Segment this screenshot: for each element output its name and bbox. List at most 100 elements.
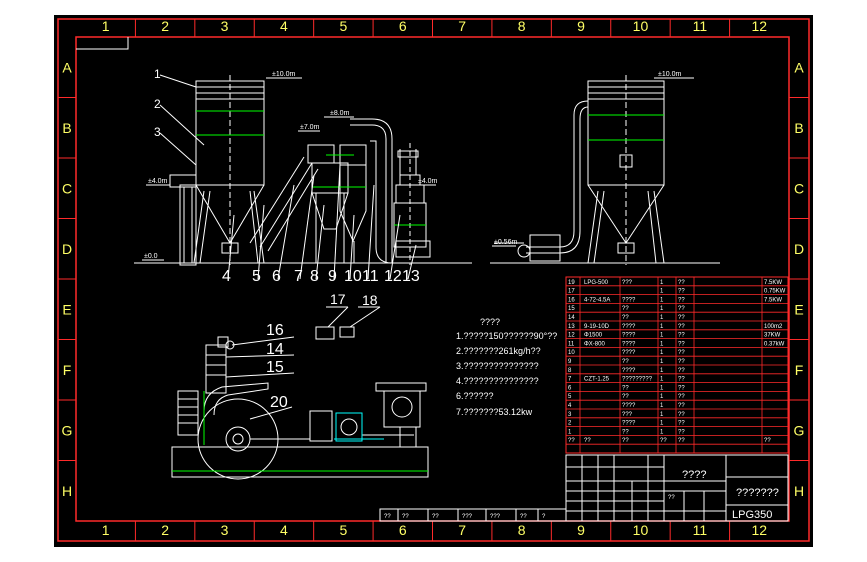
bom-cell-desc: ???? [622, 324, 636, 330]
callout-2: 2 [154, 97, 161, 111]
bom-cell-desc: ???? [622, 403, 636, 409]
grid-row-label: H [62, 483, 72, 499]
grid-column-label: 9 [577, 18, 585, 34]
bom-cell-note: 0.37kW [764, 341, 785, 347]
bom-cell-note: 7.5KW [764, 280, 782, 286]
bom-cell-no: 13 [568, 324, 575, 330]
grid-column-label: 3 [221, 18, 229, 34]
bom-cell-note: 7.5KW [764, 297, 782, 303]
grid-column-label: 6 [399, 18, 407, 34]
bom-cell-mat: ?? [678, 429, 685, 435]
elevation-label: ±4.0m [418, 178, 438, 185]
bom-cell-name: Φ1500 [584, 333, 603, 339]
bom-cell-mat: ?? [678, 403, 685, 409]
bom-header-cell: ?? [568, 438, 575, 444]
bom-cell-mat: ?? [678, 385, 685, 391]
bom-cell-no: 16 [568, 297, 575, 303]
bom-cell-qty: 1 [660, 403, 664, 409]
bom-cell-mat: ?? [678, 280, 685, 286]
callout-12: 12 [384, 268, 402, 285]
grid-column-label: 1 [102, 522, 110, 538]
callout-6: 6 [272, 268, 281, 285]
plan-callouts: 16 14 15 20 [225, 322, 295, 420]
title-field: ?? [432, 514, 439, 520]
title-field: ??? [490, 514, 501, 520]
bom-cell-note: 100m2 [764, 324, 783, 330]
bom-header-cell: ?? [764, 438, 771, 444]
bom-cell-qty: 1 [660, 385, 664, 391]
grid-column-label: 12 [752, 18, 768, 34]
bom-cell-name: ΦX-800 [584, 341, 605, 347]
bom-cell-mat: ?? [678, 297, 685, 303]
note-line: 3.??????????????? [456, 361, 539, 371]
grid-row-label: C [62, 180, 72, 196]
bom-cell-no: 14 [568, 315, 575, 321]
bom-cell-qty: 1 [660, 333, 664, 339]
callout-13: 13 [402, 268, 420, 285]
grid-row-label: D [62, 241, 72, 257]
bom-cell-qty: 1 [660, 421, 664, 427]
grid-column-label: 2 [161, 522, 169, 538]
grid-column-label: 8 [518, 18, 526, 34]
grid-column-label: 6 [399, 522, 407, 538]
grid-column-label: 11 [693, 18, 708, 34]
bom-cell-qty: 1 [660, 306, 664, 312]
bom-cell-desc: ??? [622, 280, 633, 286]
bom-cell-mat: ?? [678, 306, 685, 312]
bom-cell-desc: ???? [622, 297, 636, 303]
callout-9: 9 [328, 268, 337, 285]
bom-cell-desc: ?? [622, 394, 629, 400]
notes-title: ???? [480, 317, 500, 327]
bom-cell-desc: ???? [622, 368, 636, 374]
grid-row-label: F [795, 362, 804, 378]
bom-cell-desc: ????????? [622, 377, 653, 383]
bom-header-cell: ?? [678, 438, 685, 444]
title-field: ?? [520, 514, 527, 520]
grid-column-label: 10 [633, 522, 649, 538]
plan-accent-lines [334, 412, 384, 442]
bom-cell-desc: ?? [622, 315, 629, 321]
bom-cell-no: 5 [568, 394, 572, 400]
outer-frame [57, 18, 810, 542]
bom-cell-name: 9-19-10D [584, 324, 610, 330]
bom-header-cell: ?? [622, 438, 629, 444]
note-line: 6.?????? [456, 391, 494, 401]
bom-cell-note: 0.75KW [764, 289, 786, 295]
bom-cell-mat: ?? [678, 359, 685, 365]
bom-cell-qty: 1 [660, 394, 664, 400]
right-dimension-lines [588, 114, 664, 141]
bom-cell-mat: ?? [678, 315, 685, 321]
callout-15: 15 [266, 359, 284, 376]
callout-20: 20 [270, 394, 288, 411]
bom-cell-desc: ?? [622, 429, 629, 435]
note-line: 1.?????150??????90°?? [456, 331, 557, 341]
elevation-view [134, 75, 472, 266]
bom-cell-no: 15 [568, 306, 575, 312]
callout-16: 16 [266, 322, 284, 339]
bom-cell-qty: 1 [660, 350, 664, 356]
grid-row-label: C [794, 180, 804, 196]
title-field: ?? [402, 514, 409, 520]
callout-1: 1 [154, 67, 161, 81]
grid-column-label: 7 [458, 18, 466, 34]
callouts-upper: 1 2 3 [154, 67, 205, 166]
grid-column-label: 4 [280, 522, 288, 538]
bom-cell-no: 7 [568, 377, 572, 383]
grid-row-label: G [62, 422, 73, 438]
grid-column-label: 8 [518, 522, 526, 538]
bom-cell-desc: ???? [622, 350, 636, 356]
grid-column-label: 3 [221, 522, 229, 538]
callout-4: 4 [222, 268, 231, 285]
bom-cell-qty: 1 [660, 429, 664, 435]
bom-cell-no: 8 [568, 368, 572, 374]
bom-cell-no: 12 [568, 333, 575, 339]
bom-cell-mat: ?? [678, 368, 685, 374]
right-elevation-view [490, 75, 720, 265]
title-block [379, 454, 789, 522]
company-name: ??????? [736, 487, 779, 499]
callout-14: 14 [266, 341, 284, 358]
plan-dimension-lines [172, 391, 428, 472]
bom-cell-name: LPG-500 [584, 280, 609, 286]
